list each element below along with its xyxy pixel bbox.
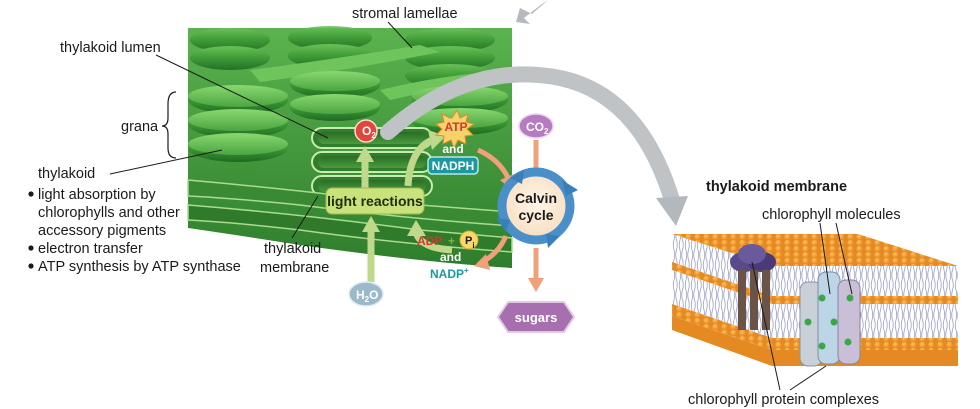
label-thylakoid-membrane-2: membrane [260,260,329,276]
grana-stack-left [188,85,288,162]
co2-text: CO2 [526,120,549,136]
h2o-badge [348,281,384,307]
grana-brace [161,91,177,159]
atp-starburst [434,108,476,150]
label-stromal-lamellae: stromal lamellae [352,6,458,22]
bullet-3: ATP synthesis by ATP synthase [38,259,241,275]
label-thylakoid: thylakoid [38,166,95,182]
nadp-text: NADP+ [430,266,469,281]
inset-title: thylakoid membrane [706,179,847,195]
calvin-text-1: Calvin [515,190,557,206]
nadph-text: NADPH [432,159,475,173]
sugars-text: sugars [515,310,558,325]
label-chlorophyll-molecules: chlorophyll molecules [762,207,901,223]
label-thylakoid-membrane-1: thylakoid [264,241,321,257]
calvin-text-2: cycle [518,207,553,223]
h2o-text: H2O [356,288,378,304]
label-chlorophyll-protein-complexes: chlorophyll protein complexes [688,392,879,408]
bullet-1-cont-b: accessory pigments [38,223,166,239]
pi-text: Pi [465,235,475,250]
and-text-2: and [440,250,461,264]
light-reactions-box [325,187,425,215]
atp-text: ATP [444,120,467,134]
adp-text: ADP [417,234,442,248]
label-thylakoid-lumen: thylakoid lumen [60,40,161,56]
bullet-1: light absorption by [38,187,156,203]
gray-arrow-top [516,0,548,24]
thylakoid-function-list: light absorption by chlorophylls and oth… [28,187,241,275]
sugars-hexagon [496,301,576,333]
and-text-1: and [442,142,463,156]
bullet-2: electron transfer [38,241,143,257]
bullet-1-cont-a: chlorophylls and other [38,205,180,221]
light-reactions-text: light reactions [327,193,423,209]
o2-text: O2 [362,124,376,140]
label-grana: grana [121,119,159,135]
curved-gray-arrow-head [656,196,688,226]
calvin-cycle [496,167,578,248]
plus-text: + [448,234,455,248]
pi-badge [459,230,479,250]
nadph-box [427,156,479,175]
o2-badge [354,119,378,143]
atp-arrow [404,136,434,187]
membrane-inset [672,234,958,367]
grana-stack-middle [290,71,380,121]
curved-gray-arrow [380,66,680,208]
co2-badge [518,113,554,139]
